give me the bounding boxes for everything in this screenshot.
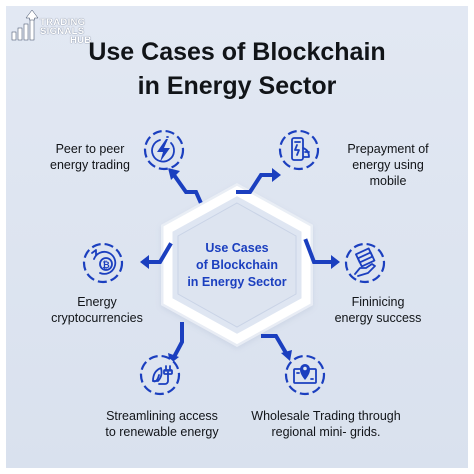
- center-hexagon: [161, 183, 313, 347]
- connector-peer: [171, 172, 203, 204]
- center-label-line-2: of Blockchain: [196, 258, 278, 272]
- use-case-label-line: energy using: [352, 158, 424, 172]
- brand-line-1: TRADING: [40, 17, 86, 28]
- arrow-peer: [168, 168, 180, 180]
- use-case-peer-to-peer: Peer to peer energy trading: [32, 141, 148, 173]
- arrow-wholesale: [281, 350, 292, 361]
- location-banknote-icon: [293, 364, 317, 384]
- brand-logo: TRADING SIGNALS HUB: [10, 8, 120, 46]
- brand-line-2: SIGNALS: [40, 26, 85, 37]
- use-case-label-line: Energy: [77, 295, 117, 309]
- use-case-financing: Fininicing energy success: [310, 294, 446, 326]
- use-case-label-line: Fininicing: [351, 295, 405, 309]
- connector-prepayment: [236, 173, 276, 194]
- money-hand-icon: [354, 247, 376, 277]
- use-case-crypto: Energy cryptocurrencies: [22, 294, 172, 326]
- use-case-label-line: mobile: [369, 174, 407, 188]
- use-case-label-line: Wholesale Trading through: [251, 409, 401, 423]
- arrow-financing: [331, 255, 340, 269]
- crypto-coin-icon: ₿: [91, 249, 117, 275]
- use-case-prepayment: Prepayment of energy using mobile: [323, 141, 453, 189]
- use-case-label-line: Peer to peer: [55, 142, 125, 156]
- use-case-label-line: cryptocurrencies: [51, 311, 143, 325]
- lightning-bolt-icon: [151, 136, 175, 163]
- connector-crypto: [144, 242, 173, 264]
- use-case-label-line: Streamlining access: [106, 409, 218, 423]
- brand-line-3: HUB: [70, 35, 92, 46]
- use-case-streamlining: Streamlining access to renewable energy: [72, 408, 252, 440]
- arrow-prepayment: [272, 168, 281, 182]
- use-case-label-line: regional mini- grids.: [271, 425, 381, 439]
- use-case-label-line: Prepayment of: [347, 142, 429, 156]
- connector-lines: [144, 172, 335, 360]
- mobile-payment-icon: [291, 137, 310, 161]
- connector-financing: [303, 238, 335, 264]
- ring-crypto: [82, 242, 124, 284]
- icon-rings: [82, 129, 386, 396]
- connector-wholesale: [261, 334, 289, 356]
- center-label-line-1: Use Cases: [205, 241, 269, 255]
- connector-streamlining: [171, 322, 184, 360]
- ring-streamlining: [139, 354, 181, 396]
- use-case-label-line: to renewable energy: [105, 425, 219, 439]
- use-case-label-line: energy trading: [50, 158, 130, 172]
- use-case-label-line: energy success: [334, 311, 422, 325]
- page-title-line-1: Use Cases of Blockchain: [88, 38, 386, 66]
- arrow-crypto: [140, 255, 149, 269]
- svg-text:₿: ₿: [102, 260, 109, 271]
- chart-arrow-icon: [11, 9, 39, 41]
- use-case-wholesale: Wholesale Trading through regional mini-…: [226, 408, 426, 440]
- center-label-line-3: in Energy Sector: [187, 275, 287, 289]
- page-title-line-2: in Energy Sector: [137, 72, 337, 100]
- plug-leaf-icon: [152, 365, 173, 385]
